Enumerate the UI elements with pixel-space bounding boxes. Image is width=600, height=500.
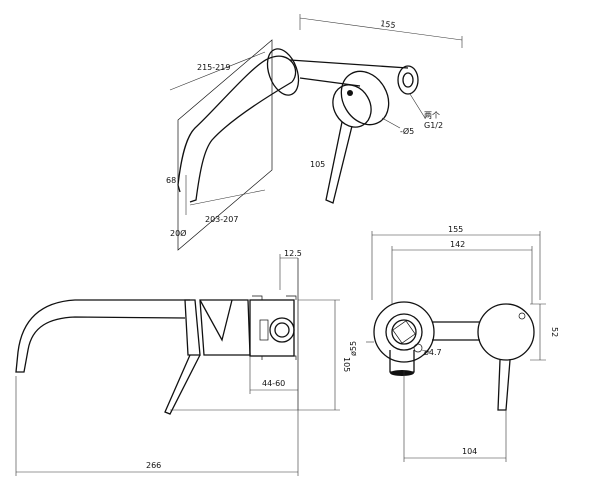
front-mixer-lever [497, 359, 511, 411]
side-dim-105 [170, 299, 340, 411]
dim-line-203 [189, 189, 266, 206]
side-box-ring [269, 317, 295, 343]
side-lever [164, 354, 201, 415]
dim-line-215 [169, 51, 266, 91]
front-spout-slot [392, 320, 416, 344]
side-dim-266 [15, 376, 299, 476]
side-spout-collar [184, 299, 201, 356]
mixer-body [340, 70, 390, 126]
front-dim-155 [371, 231, 541, 300]
label-top-203: 203-207 [205, 215, 238, 224]
label-top-20: 20Ø [170, 228, 186, 238]
label-front-104: 104 [462, 447, 477, 456]
side-box-ring-inner [274, 322, 290, 338]
side-view: 12.5 105 44-60 266 [15, 249, 351, 476]
label-top-105: 105 [310, 160, 325, 169]
side-box-port [259, 319, 269, 341]
front-dim-d4-7 [421, 349, 431, 353]
label-side-44-60: 44-60 [262, 379, 285, 388]
spout-mount-ring [269, 55, 297, 83]
front-outlet-aerator [390, 370, 414, 376]
front-spout-ring [385, 313, 423, 351]
cartridge-dot [347, 90, 353, 96]
isometric-view: 155 215-219 68 105 20Ø 203-207 -Ø5 两个 G1… [166, 14, 463, 251]
side-dim-12-5 [279, 254, 298, 290]
front-dim-104 [403, 370, 507, 462]
label-top-thread: 两个 G1/2 [424, 111, 443, 130]
front-mixer-plate [477, 303, 535, 361]
connecting-pipe [289, 59, 409, 87]
dim-leader-g12 [409, 93, 426, 119]
front-connecting-bar [432, 321, 480, 341]
side-dim-44-60 [249, 356, 298, 394]
label-top-68: 68 [166, 176, 176, 185]
dim-leader-d5 [381, 117, 401, 129]
front-spout-inner [391, 319, 417, 345]
front-dim-52 [530, 303, 546, 361]
front-spout-plate [373, 301, 435, 363]
front-dim-142 [391, 246, 533, 304]
label-side-266: 266 [146, 461, 161, 470]
side-spout [15, 299, 190, 373]
side-mixer-bevel [199, 299, 233, 342]
label-front-52: 52 [550, 327, 559, 337]
spout-mount-circle [266, 48, 300, 96]
pipe-end-inner [402, 72, 414, 88]
label-front-155: 155 [448, 225, 463, 234]
label-top-215: 215-219 [197, 63, 230, 72]
dim-line-155-top [299, 14, 463, 48]
side-box-tabs [252, 295, 297, 360]
label-front-142: 142 [450, 240, 465, 249]
label-front-d55: ø55 [349, 341, 358, 356]
label-top-thread-line1: 两个 [424, 111, 440, 120]
mixer-cartridge [332, 84, 372, 128]
wall-plate-outline [177, 39, 273, 251]
label-front-d4-7: ø4.7 [424, 348, 442, 357]
front-view: 155 142 52 ø55 ø4.7 104 [349, 225, 559, 462]
front-small-hole [413, 343, 423, 353]
label-side-105: 105 [342, 357, 351, 372]
label-side-12-5: 12.5 [284, 249, 302, 258]
label-top-155: 155 [380, 19, 396, 30]
front-mixer-dot [518, 312, 526, 320]
spout-body [177, 57, 293, 203]
side-wall-box [249, 299, 295, 357]
lever-handle [325, 121, 353, 204]
pipe-end-ring [397, 65, 419, 95]
label-top-d5: -Ø5 [400, 126, 414, 136]
label-top-thread-line2: G1/2 [424, 121, 443, 130]
